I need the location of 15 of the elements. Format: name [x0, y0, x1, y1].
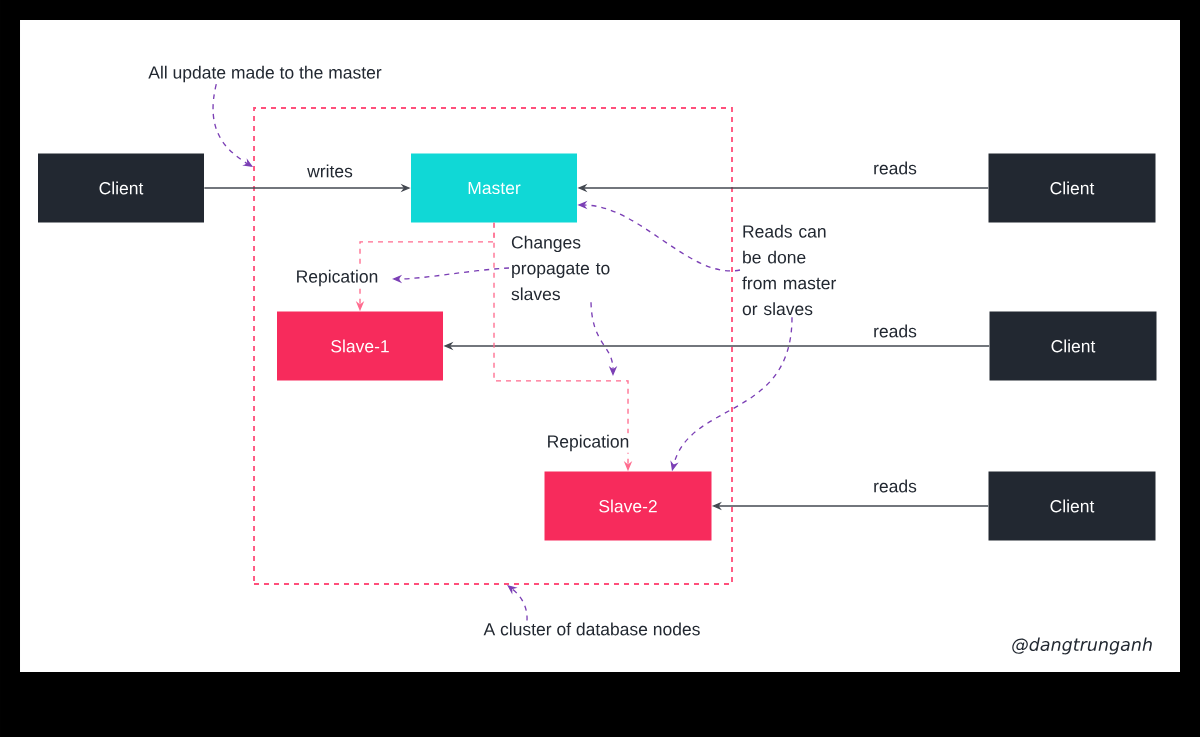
- callout-text: A cluster of database nodes: [483, 622, 700, 636]
- signature-text: @dangtrunganh: [1012, 637, 1152, 655]
- slave-box: Slave-2: [544, 471, 712, 541]
- master-box: Master: [411, 153, 577, 223]
- client-box: Client: [988, 153, 1156, 223]
- client-box: Client: [988, 471, 1156, 541]
- cluster-boundary: [253, 107, 733, 585]
- callout-text: All update made to the master: [148, 65, 382, 83]
- callout-text: Reads can be done from master or slaves: [742, 224, 836, 316]
- client-box: Client: [38, 153, 204, 223]
- slave-box: Slave-1: [277, 311, 443, 381]
- edge-label: Repication: [294, 268, 380, 288]
- callout-text: Changes propagate to slaves: [511, 235, 610, 301]
- edge-label: Repication: [545, 433, 631, 453]
- client-box: Client: [989, 311, 1157, 381]
